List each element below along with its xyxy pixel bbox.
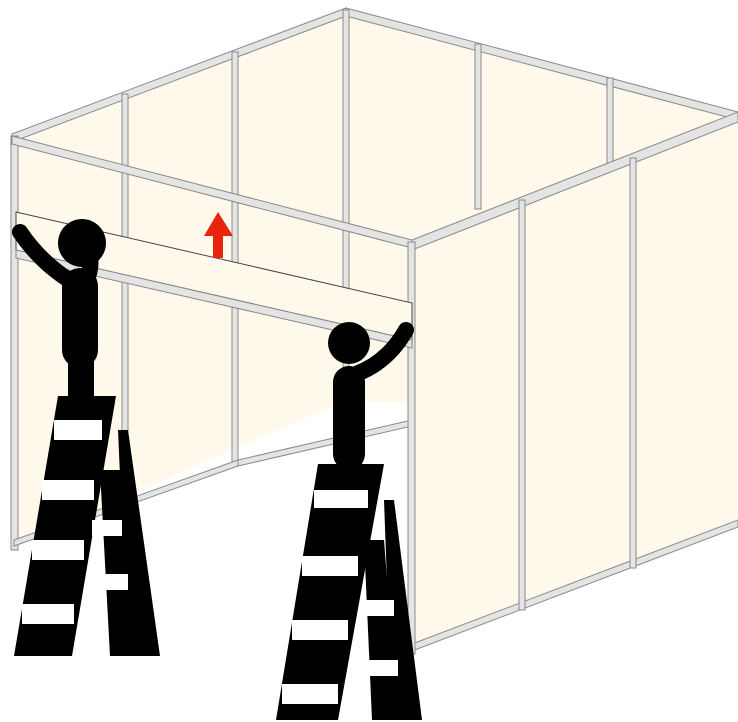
ladder-right (276, 464, 422, 720)
worker-head (58, 219, 106, 267)
worker-body (333, 366, 365, 470)
lift-up-arrow (204, 212, 233, 258)
worker-arm (348, 322, 414, 382)
worker-arm (12, 224, 80, 290)
pole (231, 51, 239, 465)
ladder-left (14, 396, 160, 656)
worker-head (328, 322, 370, 364)
pole (606, 77, 614, 169)
pole (629, 157, 637, 569)
pole (518, 199, 526, 611)
left-corner-pole (10, 135, 19, 551)
worker-left (12, 219, 106, 460)
worker-body (62, 268, 98, 368)
front-right-wall-panels (412, 118, 738, 650)
front-right-poles (407, 157, 637, 655)
pole (474, 43, 482, 210)
